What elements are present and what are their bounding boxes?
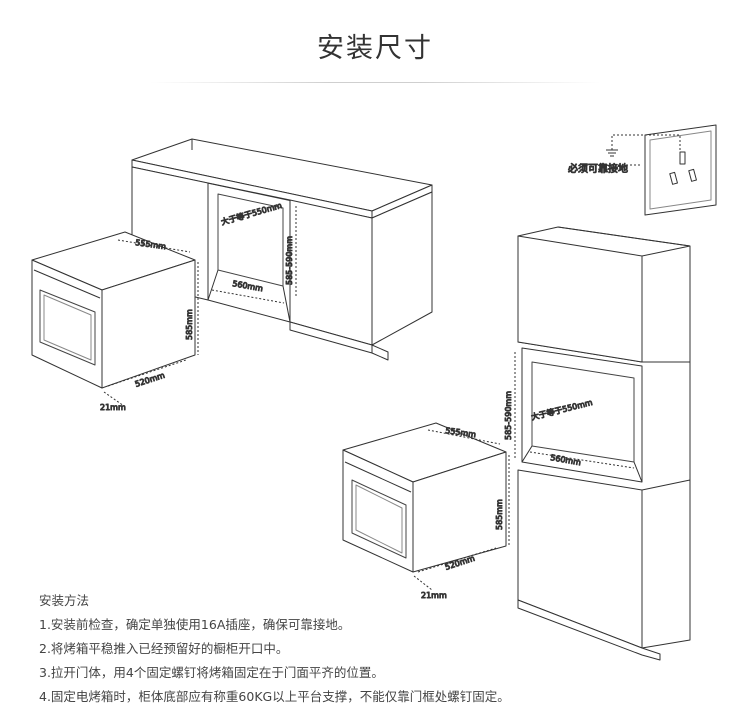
built-in-oven-bottom xyxy=(342,422,510,591)
dim-bottom-height-585: 585mm xyxy=(495,499,504,530)
instruction-step: 4.固定电烤箱时，柜体底部应有称重60KG以上平台支撑，不能仅靠门框处螺钉固定。 xyxy=(39,689,510,704)
dim-top-gap-21: 21mm xyxy=(100,403,126,412)
under-counter-cabinet xyxy=(131,138,433,361)
title-underline xyxy=(150,82,600,83)
instruction-step: 2.将烤箱平稳推入已经预留好的橱柜开口中。 xyxy=(39,641,289,656)
instructions-heading: 安装方法 xyxy=(39,593,90,608)
page-title: 安装尺寸 xyxy=(317,33,433,64)
installation-instructions: 安装方法 1.安装前检查，确定单独使用16A插座，确保可靠接地。 2.将烤箱平稳… xyxy=(39,589,510,709)
dim-top-width-560: 560mm xyxy=(232,279,264,293)
dim-bottom-height-590: 585-590mm xyxy=(504,391,513,440)
instruction-step: 3.拉开门体，用4个固定螺钉将烤箱固定在于门面平齐的位置。 xyxy=(39,665,384,680)
dim-top-height-590: 585-590mm xyxy=(285,236,294,285)
built-in-oven-top xyxy=(31,231,199,407)
ground-socket xyxy=(586,124,717,216)
dim-bottom-gap-21: 21mm xyxy=(421,591,447,600)
dim-top-opening-550: 大于等于550mm xyxy=(220,200,283,227)
ground-label: 必须可靠接地 xyxy=(568,162,628,175)
instruction-step: 1.安装前检查，确定单独使用16A插座，确保可靠接地。 xyxy=(39,617,351,632)
dim-top-height-585: 585mm xyxy=(185,309,194,340)
tall-cabinet xyxy=(514,226,691,661)
